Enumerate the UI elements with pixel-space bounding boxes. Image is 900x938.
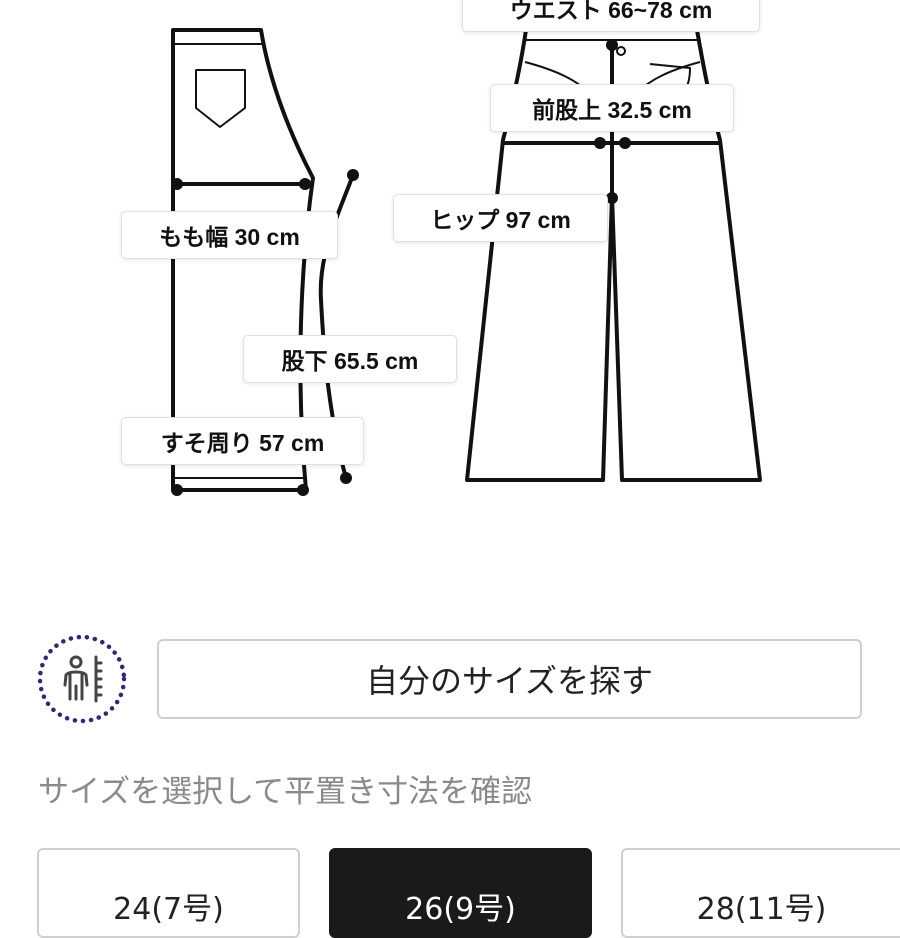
- waist-measure-label: ウエスト 66~78 cm: [462, 0, 760, 32]
- size-option-label: 28(11号): [696, 892, 827, 927]
- size-option-28[interactable]: 28(11号): [621, 848, 900, 938]
- back-pocket: [195, 69, 246, 128]
- size-option-label: 24(7号): [113, 892, 224, 927]
- thigh-measure-line: [171, 178, 311, 190]
- size-option-label: 26(9号): [405, 892, 516, 927]
- front-rise-measure-label: 前股上 32.5 cm: [490, 84, 734, 132]
- front-view-outline: [465, 28, 762, 482]
- front-rise-measure-line: [594, 39, 631, 204]
- hem-measure-line: [171, 484, 309, 496]
- size-select-instruction: サイズを選択して平置き寸法を確認: [38, 774, 533, 810]
- inseam-measure-label: 股下 65.5 cm: [243, 335, 457, 383]
- waist-button: [616, 46, 626, 56]
- hem-measure-label: すそ周り 57 cm: [121, 417, 364, 465]
- find-my-size-button[interactable]: 自分のサイズを探す: [157, 639, 862, 719]
- size-option-24[interactable]: 24(7号): [37, 848, 300, 938]
- thigh-measure-label: もも幅 30 cm: [121, 211, 338, 259]
- hip-measure-label: ヒップ 97 cm: [393, 194, 608, 242]
- size-option-26[interactable]: 26(9号): [329, 848, 592, 938]
- body-measure-icon[interactable]: [36, 633, 128, 725]
- pants-size-diagram: [171, 28, 762, 496]
